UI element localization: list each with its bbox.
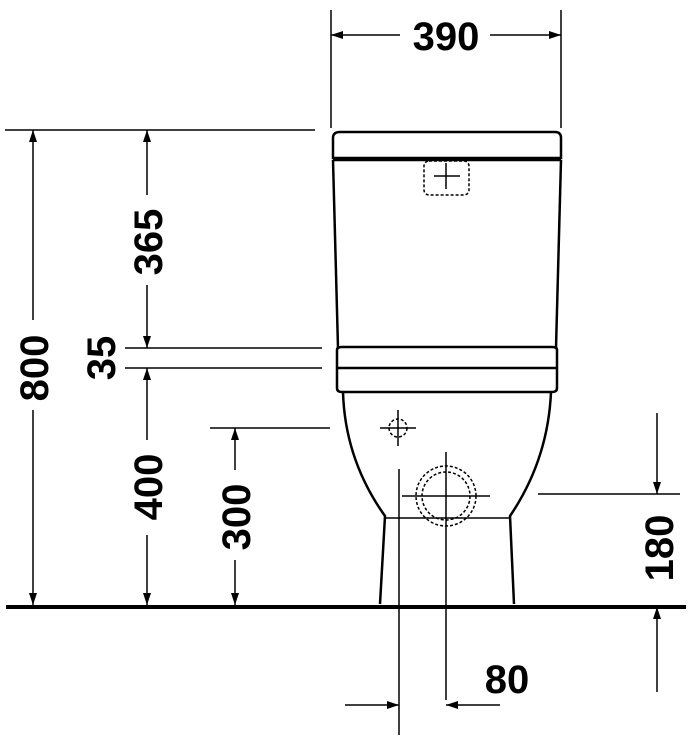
seat-height-dimension: 400 xyxy=(127,368,171,605)
outlet-marker xyxy=(402,452,490,700)
width-dimension: 390 xyxy=(330,10,562,128)
seat-height-label: 400 xyxy=(127,454,171,521)
outlet-height-label: 180 xyxy=(638,515,682,582)
seat-band xyxy=(335,345,559,394)
tank-lid xyxy=(331,130,563,160)
toilet-outline xyxy=(331,130,563,735)
outlet-offset-label: 80 xyxy=(485,658,530,702)
outlet-offset-dimension: 80 xyxy=(345,658,530,709)
total-height-label: 800 xyxy=(13,335,57,402)
bowl-and-pedestal xyxy=(341,391,553,605)
water-inlet-marker xyxy=(380,410,416,446)
inlet-height-dimension: 300 xyxy=(215,428,259,605)
width-label: 390 xyxy=(413,15,480,59)
seat-thickness-label: 35 xyxy=(80,336,124,381)
extension-lines xyxy=(5,129,330,429)
inlet-height-label: 300 xyxy=(215,484,259,551)
tank-height-dimension: 365 xyxy=(127,130,171,348)
tank-body xyxy=(331,159,563,349)
total-height-dimension: 800 xyxy=(13,130,57,605)
seat-thickness-dimension: 35 xyxy=(80,336,124,381)
flush-button-hidden xyxy=(423,160,470,196)
outlet-height-dimension: 180 xyxy=(538,413,682,692)
tank-height-label: 365 xyxy=(127,209,171,276)
